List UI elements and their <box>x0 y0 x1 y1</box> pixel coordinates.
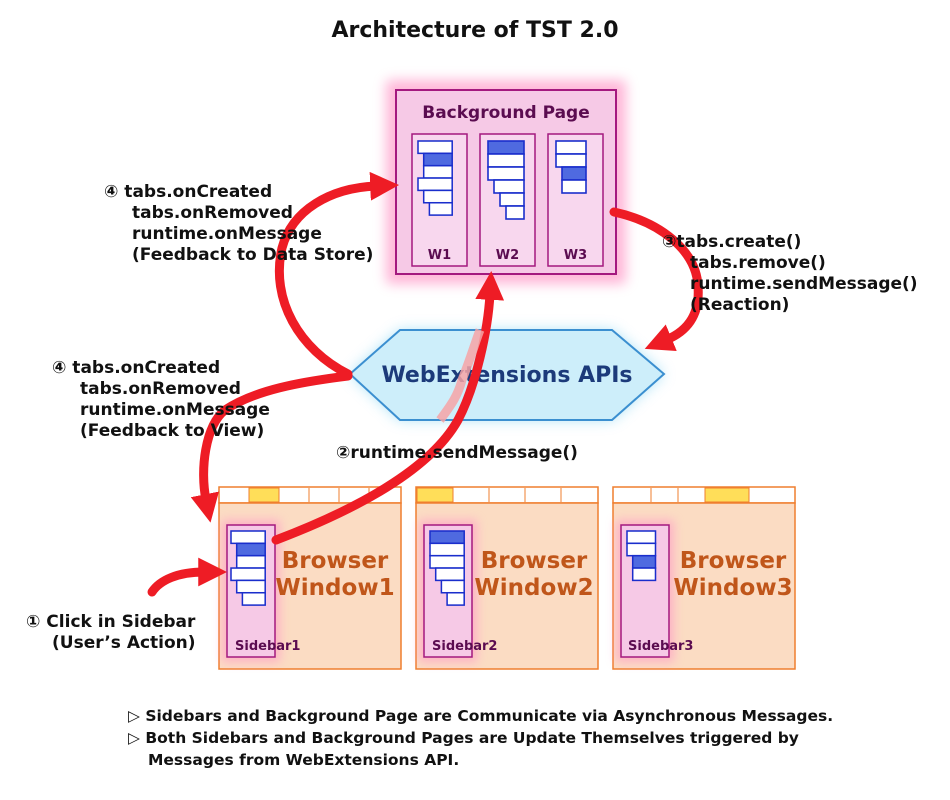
browser-window-2: Sidebar2 Browser Window2 <box>415 486 599 670</box>
browser-window-title: Window1 <box>275 575 394 601</box>
sidebar-label: Sidebar3 <box>628 639 693 654</box>
window-store-label: W2 <box>496 248 519 263</box>
arrow-step2 <box>271 270 505 545</box>
tab-tree-icon <box>626 530 657 582</box>
tab-tree-icon <box>429 530 465 606</box>
step3-reaction-label: ③tabs.create() tabs.remove() runtime.sen… <box>662 232 918 315</box>
window-store-w2: W2 <box>479 133 536 267</box>
browser-window-title: Browser <box>680 548 787 574</box>
flow-arrows <box>147 171 703 597</box>
diagram-title: Architecture of TST 2.0 <box>331 18 619 43</box>
arrow-overlap <box>436 328 485 423</box>
browser-window-3: Sidebar3 Browser Window3 <box>612 486 796 670</box>
window-store-w3: W3 <box>547 133 604 267</box>
sidebar-label: Sidebar1 <box>235 639 300 654</box>
arrow-step4b <box>190 371 353 523</box>
tab-tree-icon <box>487 140 525 220</box>
browser-window-title: Window2 <box>474 575 593 601</box>
arrow-step4a <box>274 171 400 379</box>
arrow-step1 <box>147 557 228 597</box>
footnotes: ▷ Sidebars and Background Page are Commu… <box>128 705 833 771</box>
step2-send-message-label: ②runtime.sendMessage() <box>336 443 578 463</box>
window-store-label: W1 <box>428 248 451 263</box>
arrow-step3 <box>609 207 703 352</box>
note-line: ▷ Sidebars and Background Page are Commu… <box>128 707 834 725</box>
background-page: Background Page W1 W2 <box>386 80 626 284</box>
api-label: WebExtensions APIs <box>381 363 632 388</box>
window-store-w1: W1 <box>411 133 468 267</box>
note-line: Messages from WebExtensions API. <box>148 751 460 769</box>
step4-feedback-store-label: ④ tabs.onCreated tabs.onRemoved runtime.… <box>104 182 374 265</box>
window-store-label: W3 <box>564 248 587 263</box>
sidebar-label: Sidebar2 <box>432 639 497 654</box>
note-line: ▷ Both Sidebars and Background Pages are… <box>128 729 799 747</box>
tab-tree-icon <box>555 140 587 194</box>
browser-window-title: Window3 <box>673 575 792 601</box>
background-page-label: Background Page <box>422 103 590 123</box>
browser-window-title: Browser <box>282 548 389 574</box>
browser-window-1: Sidebar1 Browser Window1 <box>218 486 402 670</box>
step1-click-label: ① Click in Sidebar (User’s Action) <box>26 612 196 653</box>
webextensions-api: WebExtensions APIs <box>348 329 666 421</box>
browser-window-title: Browser <box>481 548 588 574</box>
step4-feedback-view-label: ④ tabs.onCreated tabs.onRemoved runtime.… <box>52 358 270 441</box>
